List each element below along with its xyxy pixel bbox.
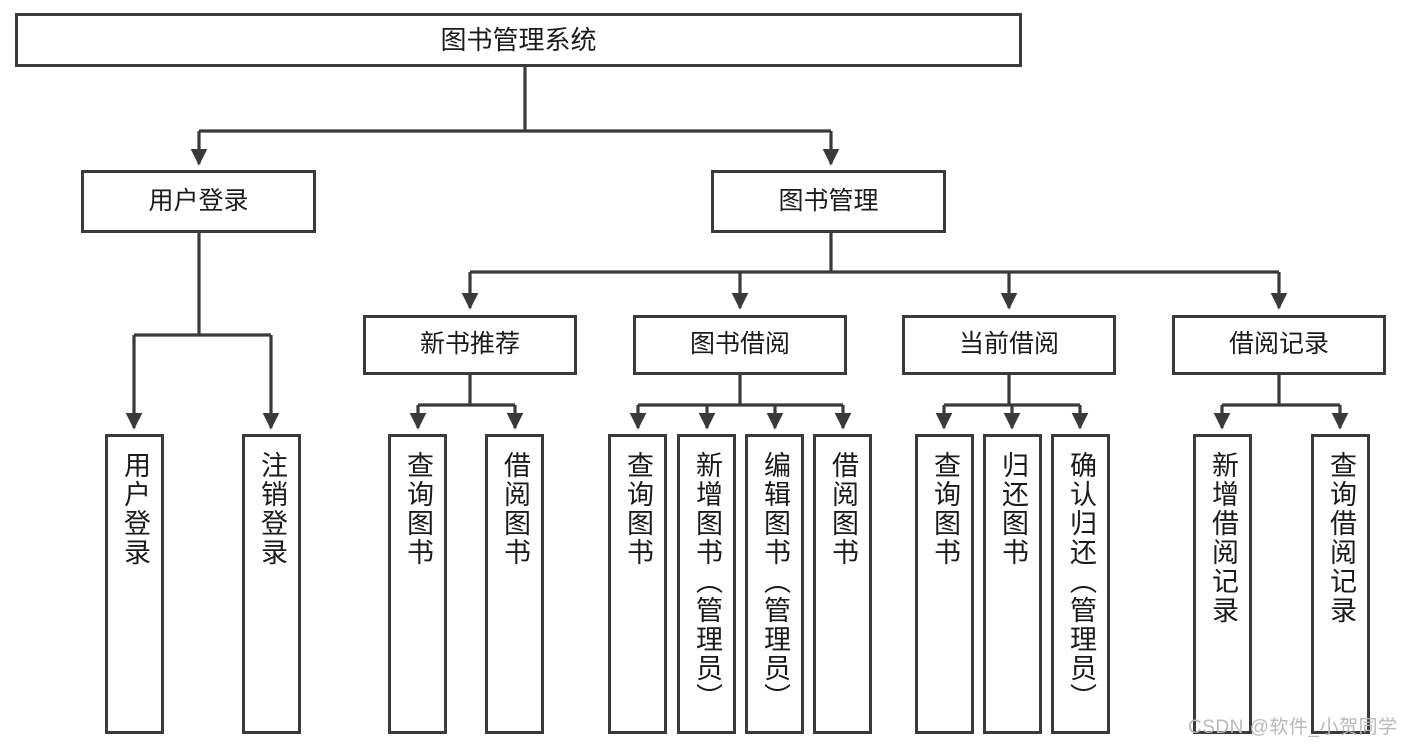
node-leaf-newbook-query-book[interactable]: 查询图书	[388, 434, 447, 734]
node-label: 借阅图书	[500, 451, 530, 567]
node-leaf-newbook-borrow-book[interactable]: 借阅图书	[485, 434, 544, 734]
node-label: 用户登录	[148, 186, 249, 215]
node-leaf-edit-book-admin[interactable]: 编辑图书（管理员）	[745, 434, 804, 734]
node-label: 当前借阅	[958, 330, 1059, 359]
node-leaf-current-query-book[interactable]: 查询图书	[915, 434, 974, 734]
csdn-watermark: CSDN @软件_小贺同学	[1188, 717, 1398, 738]
node-leaf-borrow-query-book[interactable]: 查询图书	[608, 434, 667, 734]
node-label: 用户登录	[120, 451, 150, 567]
node-label: 图书管理系统	[440, 24, 597, 55]
node-label: 查询图书	[403, 451, 433, 567]
node-label: 新书推荐	[419, 330, 520, 359]
node-user-login[interactable]: 用户登录	[81, 170, 316, 233]
node-label: 新增借阅记录	[1208, 451, 1238, 625]
node-book-management[interactable]: 图书管理	[711, 170, 946, 233]
node-label: 查询图书	[623, 451, 653, 567]
node-leaf-user-login[interactable]: 用户登录	[105, 434, 164, 734]
node-leaf-query-borrow-record[interactable]: 查询借阅记录	[1311, 434, 1370, 734]
node-label: 编辑图书（管理员）	[760, 451, 790, 712]
node-label: 归还图书	[998, 451, 1028, 567]
node-label: 图书借阅	[689, 330, 790, 359]
node-leaf-borrow-book[interactable]: 借阅图书	[813, 434, 872, 734]
node-label: 借阅图书	[828, 451, 858, 567]
node-root-book-management-system[interactable]: 图书管理系统	[15, 13, 1022, 67]
node-current-borrow[interactable]: 当前借阅	[902, 315, 1116, 375]
node-new-book-recommend[interactable]: 新书推荐	[363, 315, 577, 375]
node-label: 新增图书（管理员）	[692, 451, 722, 712]
node-label: 查询图书	[930, 451, 960, 567]
node-leaf-logout[interactable]: 注销登录	[242, 434, 301, 734]
node-label: 借阅记录	[1228, 330, 1329, 359]
node-leaf-add-book-admin[interactable]: 新增图书（管理员）	[677, 434, 736, 734]
node-leaf-add-borrow-record[interactable]: 新增借阅记录	[1193, 434, 1252, 734]
node-book-borrow[interactable]: 图书借阅	[633, 315, 847, 375]
node-leaf-return-book[interactable]: 归还图书	[983, 434, 1042, 734]
node-label: 注销登录	[257, 451, 287, 567]
node-leaf-confirm-return-admin[interactable]: 确认归还（管理员）	[1051, 434, 1110, 734]
node-label: 确认归还（管理员）	[1066, 451, 1096, 712]
node-borrow-record[interactable]: 借阅记录	[1172, 315, 1386, 375]
node-label: 查询借阅记录	[1326, 451, 1356, 625]
node-label: 图书管理	[778, 186, 879, 215]
